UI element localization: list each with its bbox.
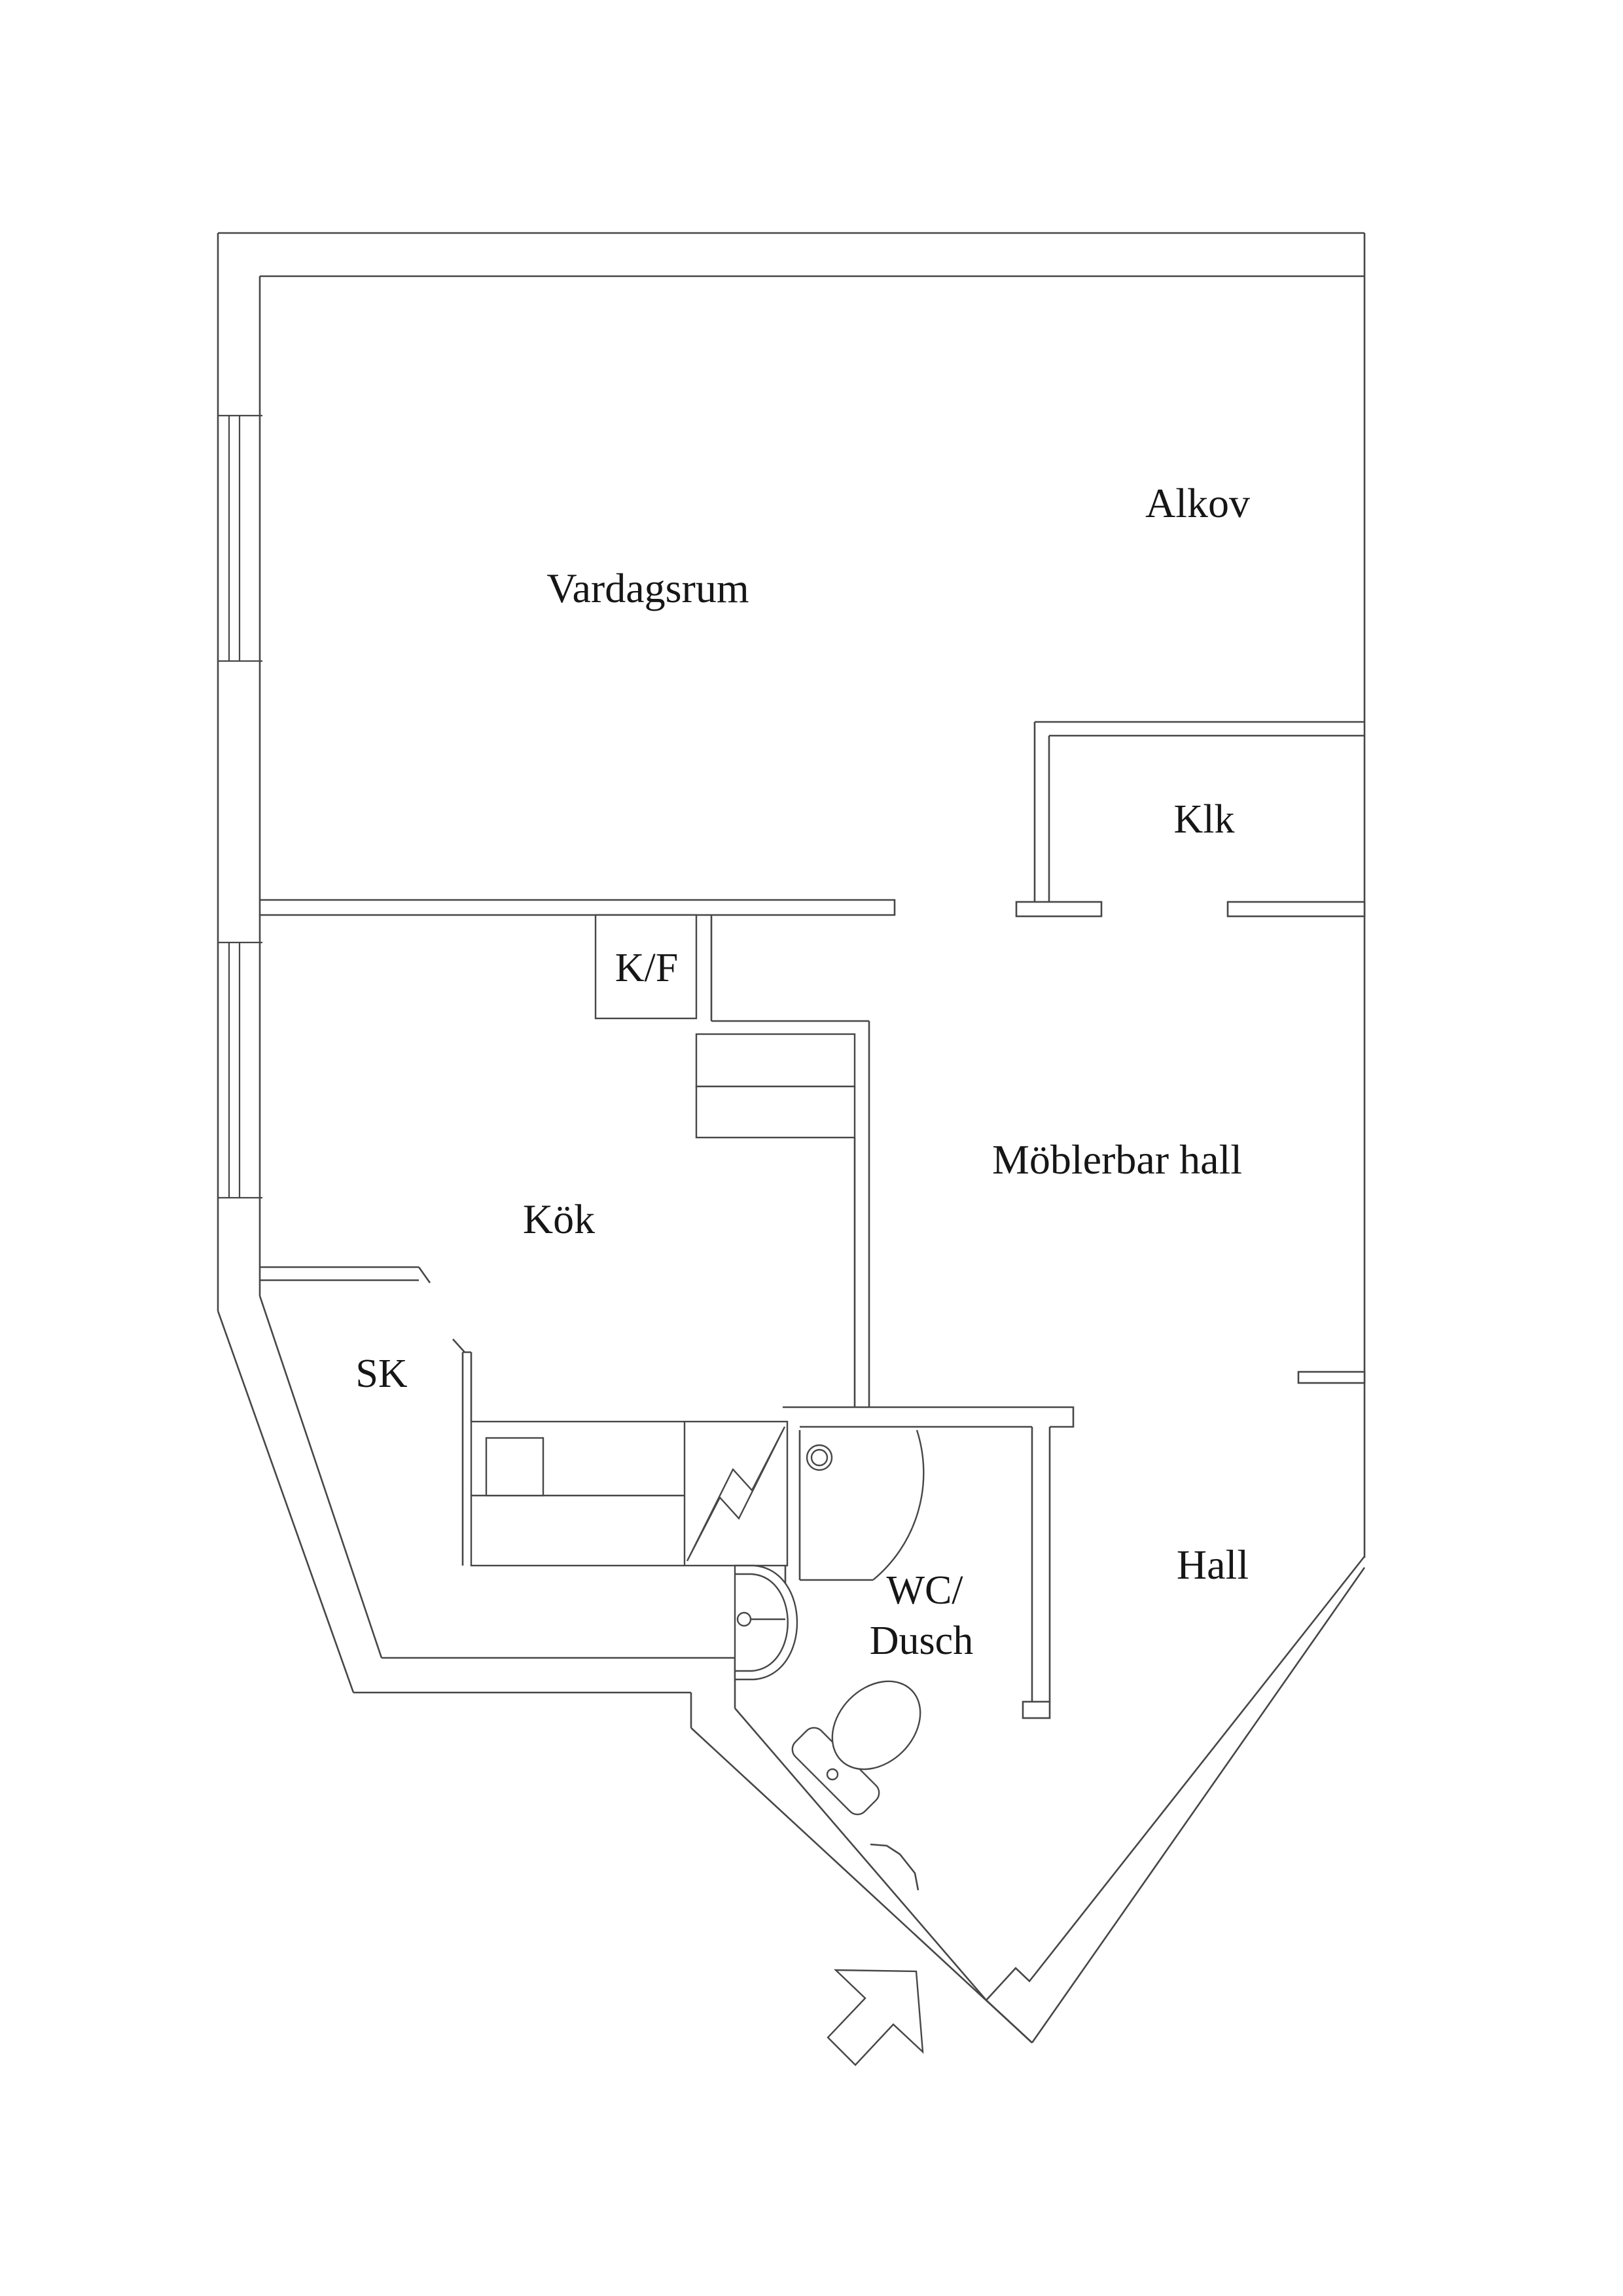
klk-left-wall [1033, 722, 1050, 902]
shower-icon [800, 1429, 925, 1581]
stove-icon [686, 1426, 786, 1562]
livingroom-kitchen-wall [260, 899, 896, 916]
room-label-sk: SK [355, 1352, 407, 1396]
toilet-icon [791, 1680, 921, 1816]
entrance-tip-cut [986, 2000, 1033, 2043]
faucet-icon [736, 1611, 752, 1627]
bathroom-right-wall [1031, 1427, 1051, 1702]
door-jambs [1015, 901, 1366, 1719]
room-labels: Vardagsrum Alkov Klk K/F Möblerbar hall … [355, 480, 1250, 1663]
room-label-kok: Kök [523, 1196, 595, 1242]
windows [218, 414, 262, 1199]
door-jamb [1022, 1700, 1051, 1719]
bathroom-top-wall [783, 1406, 1075, 1428]
window-icon [218, 414, 262, 662]
door-jamb [1226, 901, 1366, 918]
entrance-diagonal-outer-left [690, 1727, 1033, 2043]
kitchen-cabinet [695, 1033, 856, 1088]
flush-button [826, 1768, 839, 1781]
kf-side-wall [710, 915, 869, 1022]
kitchen-hall-wall [853, 1021, 870, 1407]
fridge-freezer-box [594, 914, 698, 1020]
counter-stub-wall [452, 1338, 473, 1566]
sink-box [485, 1437, 544, 1497]
door-jamb [1297, 1371, 1366, 1384]
bathroom-fixtures [734, 1429, 925, 1816]
room-label-klk: Klk [1174, 797, 1235, 842]
room-label-wc: WC/ [886, 1568, 963, 1613]
room-label-hall: Hall [1177, 1541, 1249, 1588]
room-label-dusch: Dusch [870, 1619, 973, 1663]
door-jamb [1015, 901, 1103, 918]
sk-diagonal-inner [259, 1295, 383, 1659]
kitchen-fixtures [470, 914, 856, 1567]
kitchen-cabinet [695, 1085, 856, 1139]
entrance-diagonal-inner-right [986, 1556, 1366, 2001]
floor-drain-icon [806, 1444, 833, 1471]
wc-diagonal-door-jamb [870, 1843, 919, 1891]
room-label-moblerbar-hall: Möblerbar hall [992, 1136, 1242, 1183]
window-icon [218, 941, 262, 1199]
room-label-vardagsrum: Vardagsrum [546, 565, 749, 611]
sk-diagonal-outer [217, 1310, 355, 1693]
room-label-alkov: Alkov [1145, 480, 1250, 526]
sk-top-wall [260, 1266, 431, 1283]
interior-walls [260, 721, 1364, 1891]
entrance-arrow-icon [827, 1969, 924, 2066]
entrance-diagonal-inner-left [734, 1708, 987, 2001]
exterior-walls [217, 232, 1366, 2043]
room-label-kf: K/F [615, 946, 678, 990]
washbasin-icon [734, 1564, 798, 1681]
entrance-diagonal-outer-right [1031, 1567, 1366, 2043]
